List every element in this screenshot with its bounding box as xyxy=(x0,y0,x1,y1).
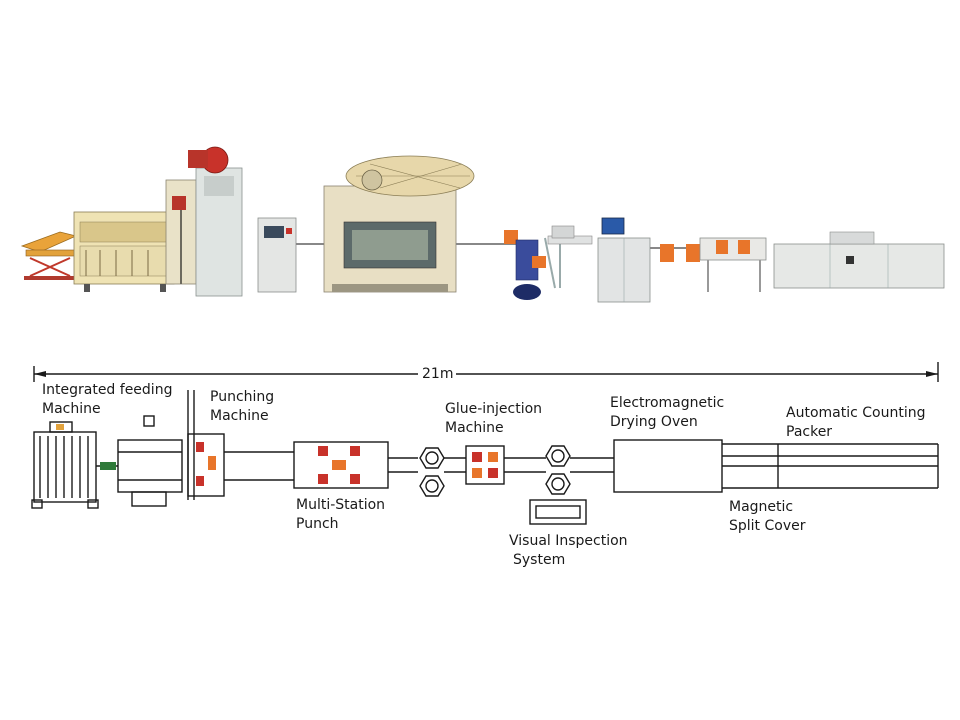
machine-photo-strip xyxy=(20,146,945,303)
layout-plan xyxy=(31,362,939,525)
glue-injection-plan xyxy=(419,445,546,497)
visual-inspection-illustration xyxy=(597,217,700,303)
label-line: Drying Oven xyxy=(610,414,698,430)
glue-injection-illustration xyxy=(504,225,593,300)
label-line: Integrated feeding xyxy=(42,382,173,398)
label-line: Punch xyxy=(296,516,339,532)
label-line: Multi-Station xyxy=(296,497,386,513)
label-electromagnetic-drying: Electromagnetic Drying Oven xyxy=(610,394,724,432)
label-glue-injection: Glue-injection Machine xyxy=(445,400,542,438)
label-line: Magnetic xyxy=(729,499,794,515)
dimension-label: 21m xyxy=(420,365,456,384)
label-line: Automatic Counting xyxy=(786,405,926,421)
label-magnetic-split-cover: Magnetic Split Cover xyxy=(729,498,806,536)
label-line: Packer xyxy=(786,424,833,440)
label-punching-machine: Punching Machine xyxy=(210,388,274,426)
label-line: Glue-injection xyxy=(445,401,543,417)
drying-oven-illustration xyxy=(660,237,767,292)
punching-machine-illustration xyxy=(165,146,243,297)
label-line: Visual Inspection xyxy=(509,533,628,549)
feeding-machine-illustration xyxy=(20,211,175,292)
label-line: System xyxy=(513,552,566,568)
label-line: Machine xyxy=(445,420,504,436)
label-multi-station-punch: Multi-Station Punch xyxy=(296,496,385,534)
visual-inspection-plan xyxy=(529,445,614,525)
label-line: Split Cover xyxy=(729,518,806,534)
label-integrated-feeding: Integrated feeding Machine xyxy=(42,381,172,419)
label-line: Punching xyxy=(210,389,275,405)
multi-station-press-illustration xyxy=(323,155,520,293)
label-line: Machine xyxy=(210,408,269,424)
label-automatic-counting-packer: Automatic Counting Packer xyxy=(786,404,925,442)
feeding-machine-plan xyxy=(31,415,183,509)
control-cabinet-illustration xyxy=(257,217,330,293)
dimension-line xyxy=(33,362,939,382)
label-line: Machine xyxy=(42,401,101,417)
punching-machine-plan xyxy=(187,390,294,500)
drying-oven-plan xyxy=(613,439,939,493)
multi-station-punch-plan xyxy=(293,441,418,489)
label-line: Electromagnetic xyxy=(610,395,725,411)
label-visual-inspection: Visual Inspection System xyxy=(509,532,628,570)
counting-packer-illustration xyxy=(773,231,945,289)
